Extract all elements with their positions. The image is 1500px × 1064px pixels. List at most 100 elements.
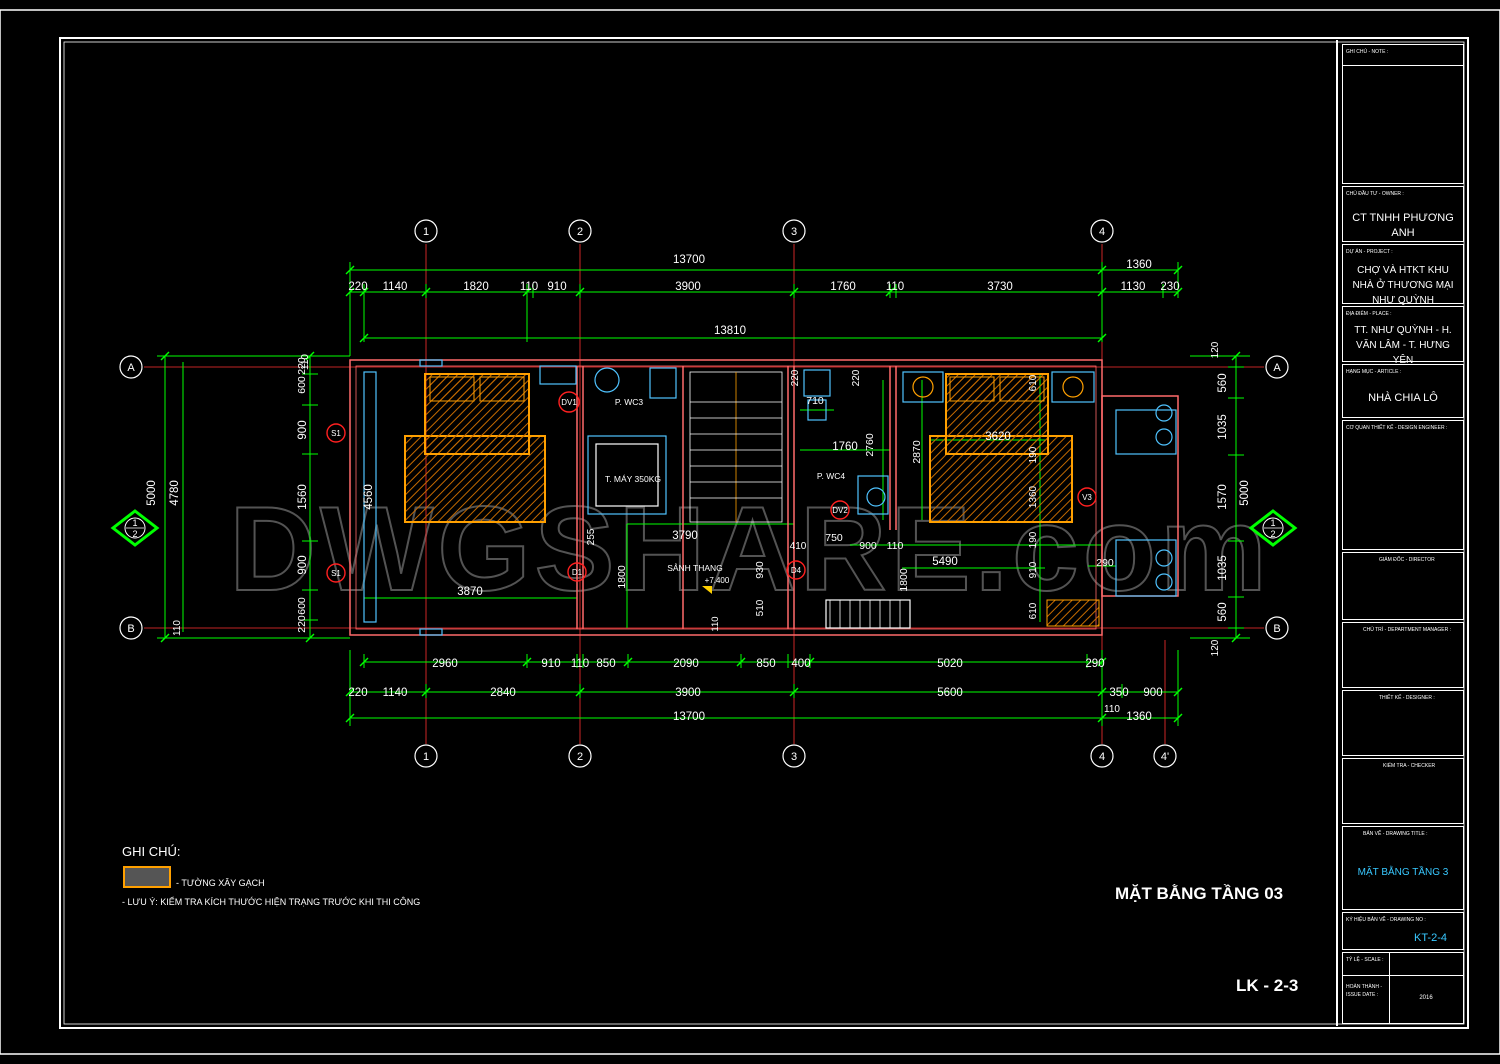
dim-interior-5: 1760 — [832, 441, 858, 453]
tb-scale-date: TỶ LỆ - SCALE : HOÀN THÀNH - ISSUE DATE … — [1342, 952, 1464, 1024]
dim-interior-7: 2870 — [911, 440, 923, 464]
tb-place-label: ĐỊA ĐIỂM - PLACE : — [1346, 311, 1392, 317]
tb-article-value: NHÀ CHIA LÔ — [1368, 392, 1438, 404]
dim-bottom-r3-1: 110 — [1104, 704, 1120, 715]
tb-manager: CHỦ TRÌ - DEPARTMENT MANAGER : — [1342, 622, 1464, 688]
dim-top-seg-4: 110 — [520, 281, 538, 293]
dim-right-seg-3: 1035 — [1217, 414, 1229, 440]
dim-top-right-overall: 1360 — [1126, 259, 1152, 271]
notes-legend-wall: - TƯỜNG XÂY GẠCH — [176, 878, 265, 888]
dim-interior-19: 410 — [790, 541, 807, 552]
dim-bottom-right-overall: 1360 — [1126, 711, 1152, 723]
grid-label-right-a: A — [1273, 362, 1281, 374]
dim-left-seg-7: 220 — [296, 615, 308, 633]
watermark: DWGSHARE.com — [229, 482, 1270, 616]
bed-right — [929, 373, 1073, 523]
dim-interior-12: 190 — [1028, 531, 1039, 548]
dim-interior-14: 610 — [1028, 602, 1039, 619]
tb-designer: THIẾT KẾ - DESIGNER : — [1342, 690, 1464, 756]
sheet-code: LK - 2-3 — [1236, 976, 1299, 995]
dim-left-seg-5: 1560 — [297, 484, 309, 510]
dim-left-seg-4: 900 — [297, 420, 309, 439]
dim-top-seg-8: 110 — [886, 281, 904, 293]
dim-bottom-r1-1: 2960 — [432, 658, 458, 670]
notes-heading: GHI CHÚ: — [122, 844, 181, 859]
svg-text:2: 2 — [132, 529, 137, 539]
dim-interior-22: 1800 — [898, 568, 910, 592]
dim-right-overall: 5000 — [1239, 480, 1251, 506]
dim-top-inner-overall: 13810 — [714, 325, 746, 337]
dim-interior-6: 2760 — [864, 433, 876, 457]
grid-label-left-b: B — [127, 623, 134, 635]
dim-bottom-r2-5: 5600 — [937, 687, 963, 699]
opening-tags: S1 S1 DV1 DV2 D1 D4 V3 — [326, 391, 1097, 583]
dim-bottom-r1-2: 910 — [541, 658, 560, 670]
tag-v3: V3 — [1082, 493, 1092, 502]
dim-bottom-r1-3: 110 — [571, 658, 589, 670]
sheet-title: MẶT BẰNG TẦNG 03 — [1115, 884, 1284, 903]
dim-top-seg-1: 220 — [348, 281, 367, 293]
tag-d1: D1 — [572, 568, 583, 577]
grid-label-right-b: B — [1273, 623, 1280, 635]
dim-bottom-r1-8: 5020 — [937, 658, 963, 670]
walls — [349, 359, 1179, 636]
dim-right-seg-5: 1035 — [1217, 555, 1229, 581]
grid-bubbles-rows: A B A B — [119, 355, 1289, 640]
tb-date-label: HOÀN THÀNH - ISSUE DATE : — [1346, 984, 1383, 998]
staircase — [689, 371, 901, 628]
dim-bottom-r2-6: 350 — [1109, 687, 1128, 699]
grid-label-bottom-4prime: 4' — [1161, 751, 1169, 763]
dim-top-seg-6: 3900 — [675, 281, 701, 293]
dim-interior-1: 3870 — [457, 586, 483, 598]
tb-designer-label: THIẾT KẾ - DESIGNER : — [1379, 695, 1435, 701]
dim-interior-27: 220 — [851, 369, 862, 386]
grid-label-bottom-2: 2 — [577, 751, 583, 763]
dim-interior-25: 255 — [586, 528, 597, 545]
dim-right-seg-2: 560 — [1217, 373, 1229, 392]
dim-left-seg-9: 110 — [172, 620, 183, 636]
dim-bottom-r2-4: 3900 — [675, 687, 701, 699]
dim-bottom-r2-2: 1140 — [383, 687, 408, 699]
room-labels: P. WC3 P. WC4 T. MÁY 350KG SẢNH THANG +7… — [605, 397, 845, 585]
dim-top-seg-9: 3730 — [987, 281, 1013, 293]
tb-project-label: DỰ ÁN - PROJECT : — [1346, 249, 1393, 255]
tb-drawing-title-label: BẢN VẼ - DRAWING TITLE : — [1363, 831, 1428, 837]
svg-text:1: 1 — [1270, 518, 1275, 528]
grid-label-bottom-1: 1 — [423, 751, 429, 763]
dim-interior-11: 1360 — [1028, 485, 1039, 508]
dim-left-inner: 4780 — [169, 480, 181, 506]
tb-note-label: GHI CHÚ - NOTE : — [1346, 49, 1389, 55]
dim-left-seg-3: 220 — [296, 357, 308, 375]
tb-owner-label: CHỦ ĐẦU TƯ - OWNER : — [1346, 191, 1404, 197]
dim-interior-17: 900 — [859, 540, 877, 552]
dim-interior-3: 1800 — [616, 565, 628, 589]
dim-interior-21: 510 — [755, 599, 766, 616]
dim-right-seg-1: 120 — [1210, 341, 1221, 358]
level-marker-icon — [702, 586, 712, 594]
sheet-inner-border-2 — [63, 41, 1465, 1025]
dim-top-seg-3: 1820 — [463, 281, 489, 293]
section-marker-left: 1 2 — [110, 509, 160, 547]
dim-left-seg-6: 900 — [297, 555, 309, 574]
dim-interior-13: 910 — [1028, 561, 1039, 578]
section-marker-right: 1 2 — [1248, 509, 1298, 547]
tb-design-engineer-label: CƠ QUAN THIẾT KẾ - DESIGN ENGINEER : — [1346, 425, 1448, 431]
tb-drawing-title: BẢN VẼ - DRAWING TITLE : MẶT BẰNG TẦNG 3 — [1342, 826, 1464, 910]
grid-label-top-2: 2 — [577, 226, 583, 238]
dim-bottom-r2-7: 900 — [1143, 687, 1162, 699]
dimension-texts: 13700 1360 220 1140 1820 110 910 3900 17… — [146, 254, 1251, 723]
dim-top-seg-11: 230 — [1160, 281, 1179, 293]
room-label-wc3: P. WC3 — [615, 397, 643, 407]
dim-top-seg-7: 1760 — [830, 281, 856, 293]
tb-article: HẠNG MỤC - ARTICLE : NHÀ CHIA LÔ — [1342, 364, 1464, 418]
dim-left-seg-1: 110 — [300, 354, 311, 370]
dim-interior-20: 930 — [754, 561, 766, 579]
tb-owner-value: CT TNHH PHƯƠNG ANH — [1352, 212, 1454, 239]
dim-left-overall: 5000 — [146, 480, 158, 506]
dim-bottom-r2-1: 220 — [348, 687, 367, 699]
grid-label-bottom-4: 4 — [1099, 751, 1105, 763]
dim-bottom-r1-4: 850 — [596, 658, 615, 670]
sheet-inner-border — [59, 37, 1469, 1029]
tb-article-label: HẠNG MỤC - ARTICLE : — [1346, 369, 1402, 375]
dim-top-seg-5: 910 — [547, 281, 566, 293]
